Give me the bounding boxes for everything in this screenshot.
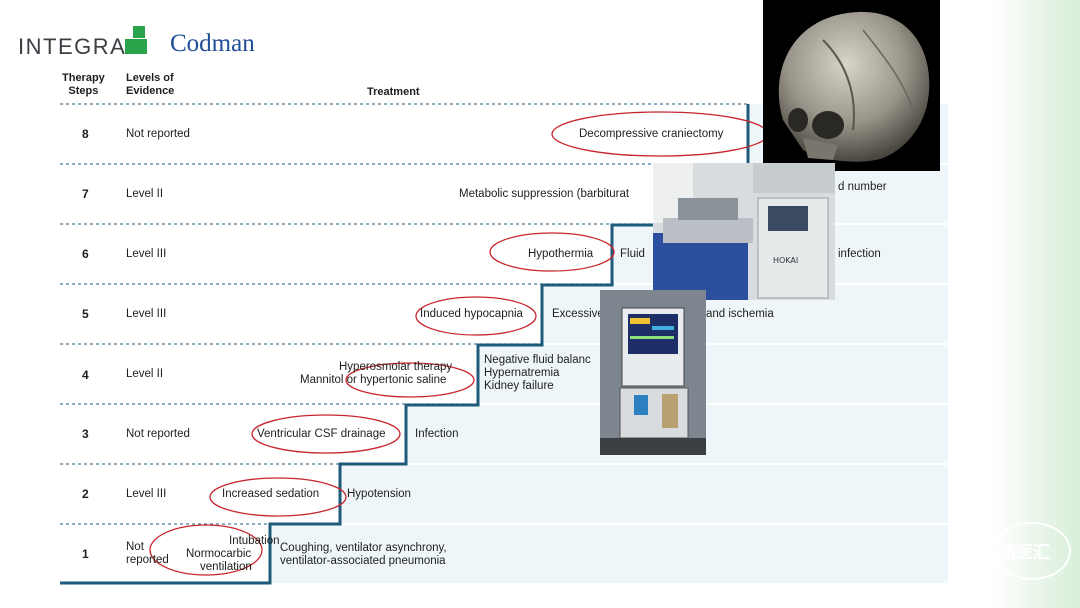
treatment-7: Metabolic suppression (barbiturat bbox=[459, 188, 630, 200]
header-therapy-steps: Therapy Steps bbox=[62, 72, 105, 97]
step-5: 5 bbox=[82, 307, 89, 321]
treatment-5: Induced hypocapnia bbox=[420, 308, 523, 320]
step-4: 4 bbox=[82, 368, 89, 382]
svg-text:HOKAI: HOKAI bbox=[773, 256, 798, 265]
complication-1-line1: Coughing, ventilator asynchrony, bbox=[280, 542, 447, 554]
evidence-3: Not reported bbox=[126, 428, 190, 440]
skull-ct-photo bbox=[763, 0, 940, 171]
header-levels-of-evidence: Levels of Evidence bbox=[126, 72, 175, 97]
treatment-6: Hypothermia bbox=[528, 248, 594, 260]
evidence-1-line1: Not bbox=[126, 541, 144, 553]
complication-5b: and ischemia bbox=[706, 308, 774, 320]
complication-4-line2: Hypernatremia bbox=[484, 367, 560, 379]
evidence-1-line2: reported bbox=[126, 554, 169, 566]
watermark-logo: 脑医汇 bbox=[993, 522, 1071, 580]
header-treatment: Treatment bbox=[367, 86, 420, 98]
complication-1-line2: ventilator-associated pneumonia bbox=[280, 555, 446, 567]
ventilator-monitor-photo bbox=[600, 290, 706, 455]
treatment-3: Ventricular CSF drainage bbox=[257, 428, 386, 440]
codman-logo: Codman bbox=[170, 30, 255, 57]
step-1: 1 bbox=[82, 547, 89, 561]
treatment-8: Decompressive craniectomy bbox=[579, 128, 724, 140]
step-8: 8 bbox=[82, 127, 89, 141]
integra-logo: INTEGRA bbox=[18, 34, 127, 59]
complication-4-line1: Negative fluid balanc bbox=[484, 354, 591, 366]
integra-logo-mark bbox=[125, 26, 147, 56]
evidence-6: Level III bbox=[126, 248, 167, 260]
watermark-text: 脑医汇 bbox=[999, 543, 1050, 563]
side-gradient-band bbox=[994, 0, 1080, 608]
complication-6: Fluid bbox=[620, 248, 645, 260]
evidence-5: Level III bbox=[126, 308, 167, 320]
treatment-2: Increased sedation bbox=[222, 488, 320, 500]
evidence-4: Level II bbox=[126, 368, 164, 380]
step-7: 7 bbox=[82, 187, 89, 201]
treatment-1-line3: ventilation bbox=[200, 561, 252, 573]
complication-3: Infection bbox=[415, 428, 459, 440]
evidence-7: Level II bbox=[126, 188, 164, 200]
complication-5: Excessive bbox=[552, 308, 604, 320]
evidence-2: Level III bbox=[126, 488, 167, 500]
step-3: 3 bbox=[82, 427, 89, 441]
complication-6b: infection bbox=[838, 248, 881, 260]
complication-4-line3: Kidney failure bbox=[484, 380, 554, 392]
treatment-4-line2: Mannitol or hypertonic saline bbox=[300, 374, 447, 386]
treatment-1-line1: Intubation bbox=[229, 535, 280, 547]
step-6: 6 bbox=[82, 247, 89, 261]
step-2: 2 bbox=[82, 487, 89, 501]
hypothermia-device-photo: HOKAI bbox=[653, 163, 835, 300]
treatment-1-line2: Normocarbic bbox=[186, 548, 252, 560]
complication-7: d number bbox=[838, 181, 887, 193]
treatment-4-line1: Hyperosmolar therapy bbox=[339, 361, 453, 373]
complication-2: Hypotension bbox=[347, 488, 411, 500]
evidence-8: Not reported bbox=[126, 128, 190, 140]
